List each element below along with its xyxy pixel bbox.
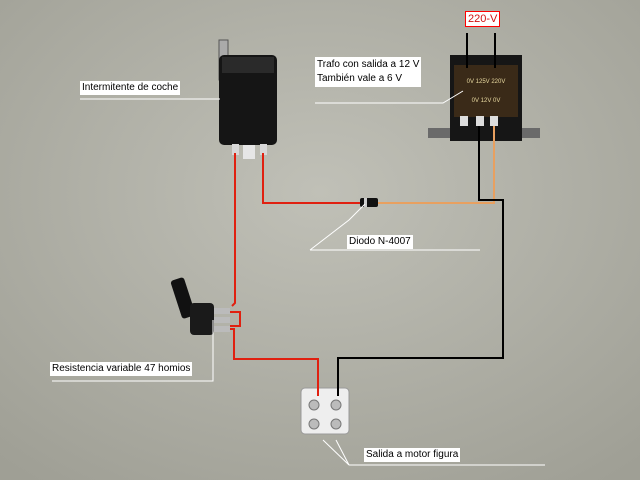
leader-diode [309,203,366,251]
transformer-label: Trafo con salida a 12 V También vale a 6… [315,57,422,87]
transformer-label-line-2: También vale a 6 V [317,73,403,84]
potentiometer-pin-3 [214,326,230,332]
mains-voltage-label: 220-V [465,11,501,27]
potentiometer-pin-1 [214,308,230,314]
potentiometer-pin-2 [214,317,230,323]
leader-output-2 [335,439,350,466]
transformer: 0V 125V 220V 0V 12V 0V [428,55,540,141]
wire-pot-to-terminal [230,328,319,396]
potentiometer-shaft [170,277,196,319]
wire-flasher-to-pot [231,153,236,307]
potentiometer [170,277,230,335]
potentiometer-body [190,303,214,335]
flasher-body [219,55,277,145]
transformer-terminal-2 [476,116,484,126]
terminal-screw-2 [330,399,342,411]
leader-potentiometer [52,320,214,382]
terminal-screw-4 [330,418,342,430]
terminal-block [300,387,350,435]
transformer-tap-text: 0V 125V 220V [467,79,506,85]
transformer-terminal-1 [460,116,468,126]
wire-pot-jumper [230,311,241,327]
potentiometer-label: Resistencia variable 47 homios [50,362,193,376]
flasher-relay [218,39,277,159]
transformer-terminal-3 [490,116,498,126]
flasher-label: Intermitente de coche [80,81,181,95]
flasher-cap [222,57,274,73]
wire-flasher-to-diode [262,153,360,204]
leader-output-1 [322,439,350,466]
flasher-pin-2 [243,145,255,159]
terminal-housing [300,387,350,435]
output-label: Salida a motor figura [364,448,461,462]
leader-transformer [315,90,464,104]
flasher-pin-1 [232,144,239,155]
transformer-coil [454,65,518,117]
flasher-pin-3 [260,144,267,155]
terminal-screw-3 [308,418,320,430]
transformer-secondary-text: 0V 12V 0V [472,98,501,104]
terminal-screw-1 [308,399,320,411]
transformer-label-line-1: Trafo con salida a 12 V [317,59,420,70]
wire-transformer-to-terminal [337,126,504,396]
wire-diode-to-transformer [378,126,495,204]
diode-band [364,198,367,207]
diode-label: Diodo N-4007 [347,235,413,249]
